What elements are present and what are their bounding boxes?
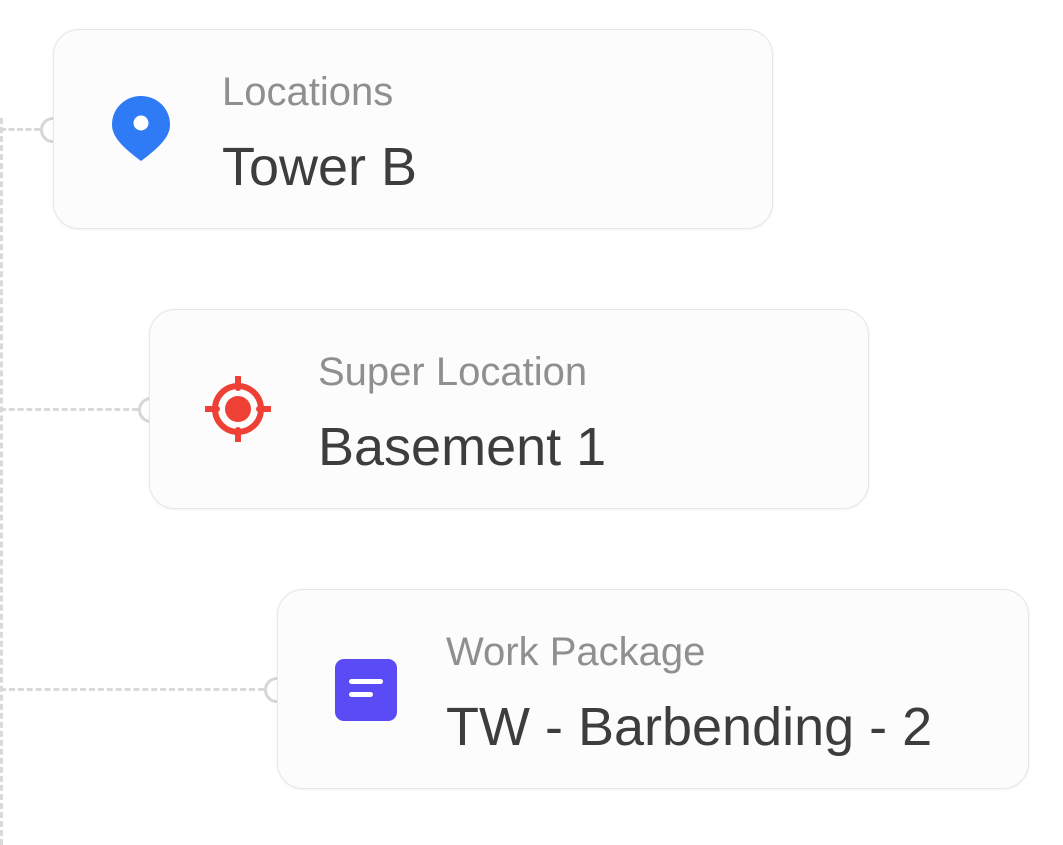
card-super-location[interactable]: Super Location Basement 1 (149, 309, 869, 509)
connector-locations (0, 128, 40, 131)
map-pin-icon (112, 96, 170, 161)
connector-work-package (0, 688, 264, 691)
crosshair-target-icon (205, 376, 271, 442)
card-label: Super Location (318, 350, 588, 394)
card-label: Locations (222, 70, 394, 114)
card-value: Basement 1 (318, 417, 607, 477)
card-value: Tower B (222, 137, 418, 197)
card-locations[interactable]: Locations Tower B (53, 29, 773, 229)
document-lines-icon (335, 659, 397, 721)
connector-super-location (0, 408, 138, 411)
tree-spine-connector (0, 118, 3, 845)
card-label: Work Package (446, 630, 706, 674)
card-value: TW - Barbending - 2 (446, 697, 933, 757)
card-work-package[interactable]: Work Package TW - Barbending - 2 (277, 589, 1029, 789)
